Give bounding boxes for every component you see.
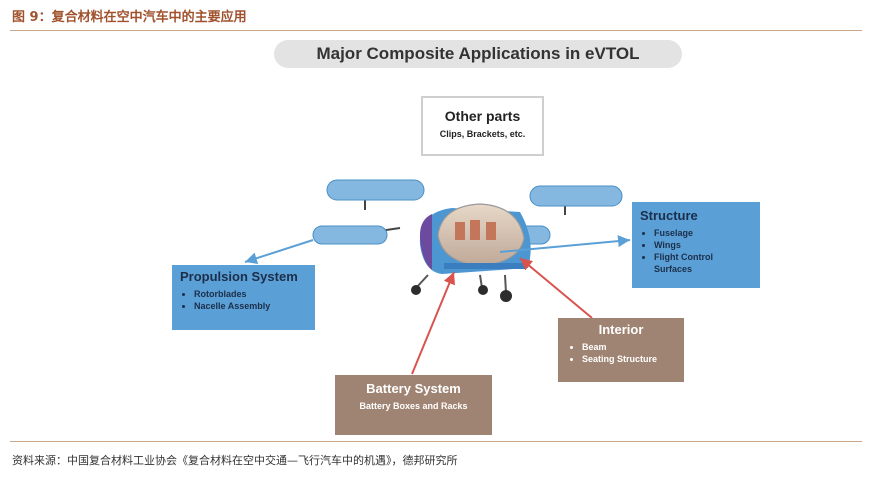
bottom-divider bbox=[10, 441, 862, 442]
interior-title: Interior bbox=[598, 322, 644, 337]
other-parts-title: Other parts bbox=[444, 108, 521, 124]
interior-list: Beam Seating Structure bbox=[568, 341, 674, 365]
other-parts-subtitle: Clips, Brackets, etc. bbox=[439, 129, 526, 139]
battery-title: Battery System bbox=[366, 381, 461, 396]
list-item: Fuselage bbox=[654, 227, 752, 239]
list-item: Beam bbox=[582, 341, 674, 353]
structure-box: Structure Fuselage Wings Flight Control … bbox=[632, 202, 760, 288]
other-parts-box: Other parts Clips, Brackets, etc. bbox=[421, 96, 544, 156]
structure-title: Structure bbox=[640, 208, 698, 223]
structure-list: Fuselage Wings Flight Control Surfaces bbox=[640, 227, 752, 275]
wheel bbox=[411, 285, 421, 295]
arrow-propulsion bbox=[244, 239, 314, 265]
battery-box: Battery System Battery Boxes and Racks bbox=[335, 375, 492, 435]
list-item: Nacelle Assembly bbox=[194, 300, 307, 312]
list-item: Wings bbox=[654, 239, 752, 251]
top-divider bbox=[10, 30, 862, 31]
interior-box: Interior Beam Seating Structure bbox=[558, 318, 684, 382]
list-item: Seating Structure bbox=[582, 353, 674, 365]
rotor-group bbox=[312, 179, 623, 245]
wheel bbox=[500, 290, 512, 302]
figure-title: 图 9：复合材料在空中汽车中的主要应用 bbox=[12, 10, 247, 25]
propulsion-list: Rotorblades Nacelle Assembly bbox=[180, 288, 307, 312]
list-item: Flight Control Surfaces bbox=[654, 251, 752, 275]
battery-subtitle: Battery Boxes and Racks bbox=[359, 401, 468, 411]
diagram-title: Major Composite Applications in eVTOL bbox=[274, 40, 682, 68]
propulsion-title: Propulsion System bbox=[180, 269, 298, 284]
propulsion-box: Propulsion System Rotorblades Nacelle As… bbox=[172, 265, 315, 330]
arrow-interior bbox=[519, 257, 593, 319]
arrow-battery bbox=[411, 271, 455, 375]
rotor-rear-left bbox=[312, 225, 388, 245]
rotor-front-right bbox=[529, 185, 623, 207]
arrow-structure bbox=[499, 235, 631, 253]
aircraft-body bbox=[411, 203, 531, 302]
wheel bbox=[478, 285, 488, 295]
source-note: 资料来源：中国复合材料工业协会《复合材料在空中交通—飞行汽车中的机遇》，德邦研究… bbox=[12, 454, 458, 467]
list-item: Rotorblades bbox=[194, 288, 307, 300]
rotor-front-left bbox=[326, 179, 425, 201]
